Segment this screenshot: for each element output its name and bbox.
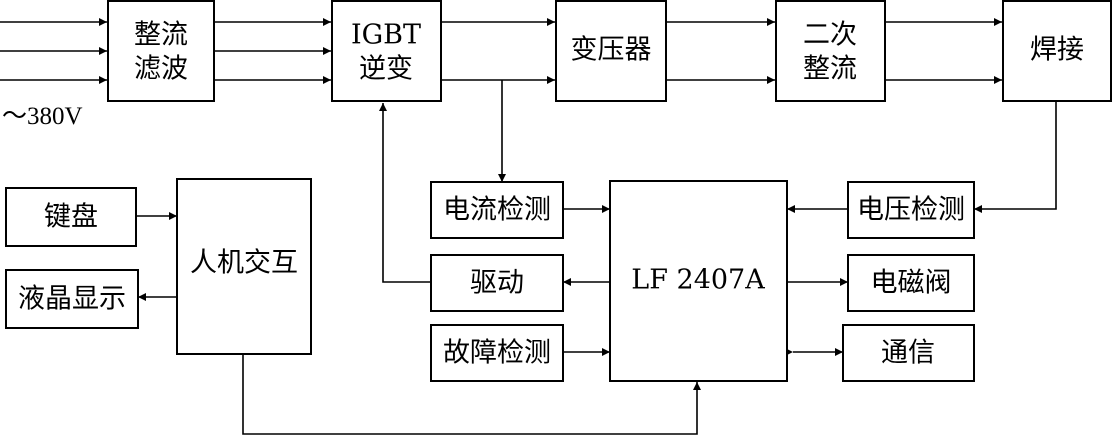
block-label: 整流: [803, 54, 857, 85]
block-label: 电磁阀: [871, 268, 952, 299]
block-label: 变压器: [571, 35, 652, 66]
input-voltage-label: ～380V: [2, 103, 83, 130]
communication-block: 通信: [842, 324, 975, 382]
solenoid-valve-block: 电磁阀: [847, 254, 975, 312]
block-label: LF 2407A: [631, 265, 765, 296]
fault-detect-block: 故障检测: [430, 324, 564, 382]
block-label: 焊接: [1030, 35, 1084, 66]
block-label: 液晶显示: [18, 284, 126, 315]
block-label: 人机交互: [190, 248, 298, 279]
voltage-detect-block: 电压检测: [847, 181, 975, 239]
igbt-inverter-block: IGBT 逆变: [331, 0, 442, 102]
block-label: IGBT: [351, 20, 421, 51]
block-label: 键盘: [44, 202, 98, 233]
block-label: 整流: [134, 20, 188, 51]
rectifier-filter-block: 整流 滤波: [107, 0, 215, 102]
block-label: 滤波: [134, 54, 188, 85]
block-label: 故障检测: [443, 338, 551, 369]
connection-arrow: [239, 346, 701, 435]
connection-arrow: [974, 101, 1057, 213]
secondary-rectifier-block: 二次 整流: [775, 0, 886, 102]
welding-block: 焊接: [1002, 0, 1112, 102]
block-label: 电压检测: [857, 195, 965, 226]
block-label: 逆变: [359, 54, 413, 85]
block-label: 二次: [803, 20, 857, 51]
keyboard-block: 键盘: [5, 187, 137, 247]
block-label: 通信: [881, 338, 935, 369]
lcd-display-block: 液晶显示: [5, 269, 139, 329]
connections: [0, 18, 1057, 435]
drive-block: 驱动: [430, 254, 564, 312]
current-detect-block: 电流检测: [430, 181, 564, 239]
block-label: 电流检测: [443, 195, 551, 226]
transformer-block: 变压器: [555, 0, 667, 102]
connection-arrow: [379, 103, 431, 283]
hmi-block: 人机交互: [176, 178, 312, 355]
controller-block: LF 2407A: [609, 180, 788, 382]
block-label: 驱动: [470, 268, 524, 299]
